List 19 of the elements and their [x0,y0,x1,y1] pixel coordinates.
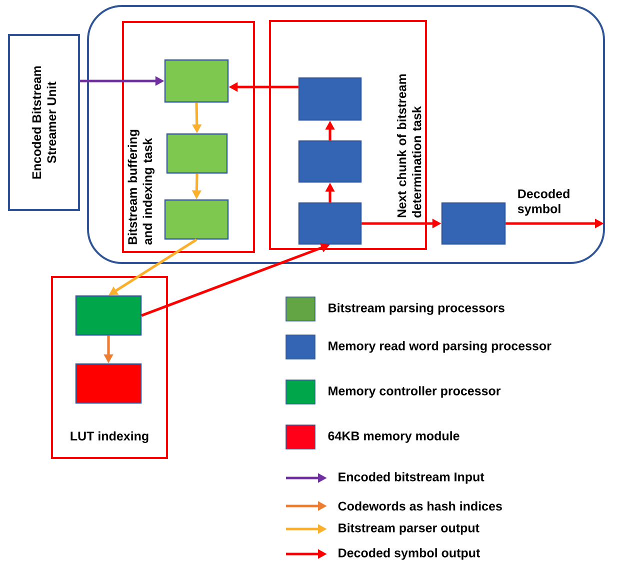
processor-box [75,295,142,336]
legend-text: 64KB memory module [328,431,460,443]
processor-box [441,202,506,245]
memory-module-box [75,363,142,404]
processor-box [298,202,362,245]
edge-label: Decoded symbol [518,189,570,216]
legend-text: Decoded symbol output [338,548,480,560]
processor-box [298,77,362,121]
legend-text: Bitstream parsing processors [328,303,504,315]
legend-text: Encoded bitstream Input [338,472,484,484]
processor-box [298,140,362,183]
legend-text: Memory read word parsing processor [328,341,552,353]
legend-text: Codewords as hash indices [338,501,502,511]
processor-box [164,199,229,240]
legend-text: Bitstream parser output [338,523,480,535]
legend-text: Memory controller processor [328,386,501,398]
unit-box: Encoded Bitstream Streamer Unit [8,34,80,211]
processor-box [164,59,229,103]
processor-box [166,133,228,174]
